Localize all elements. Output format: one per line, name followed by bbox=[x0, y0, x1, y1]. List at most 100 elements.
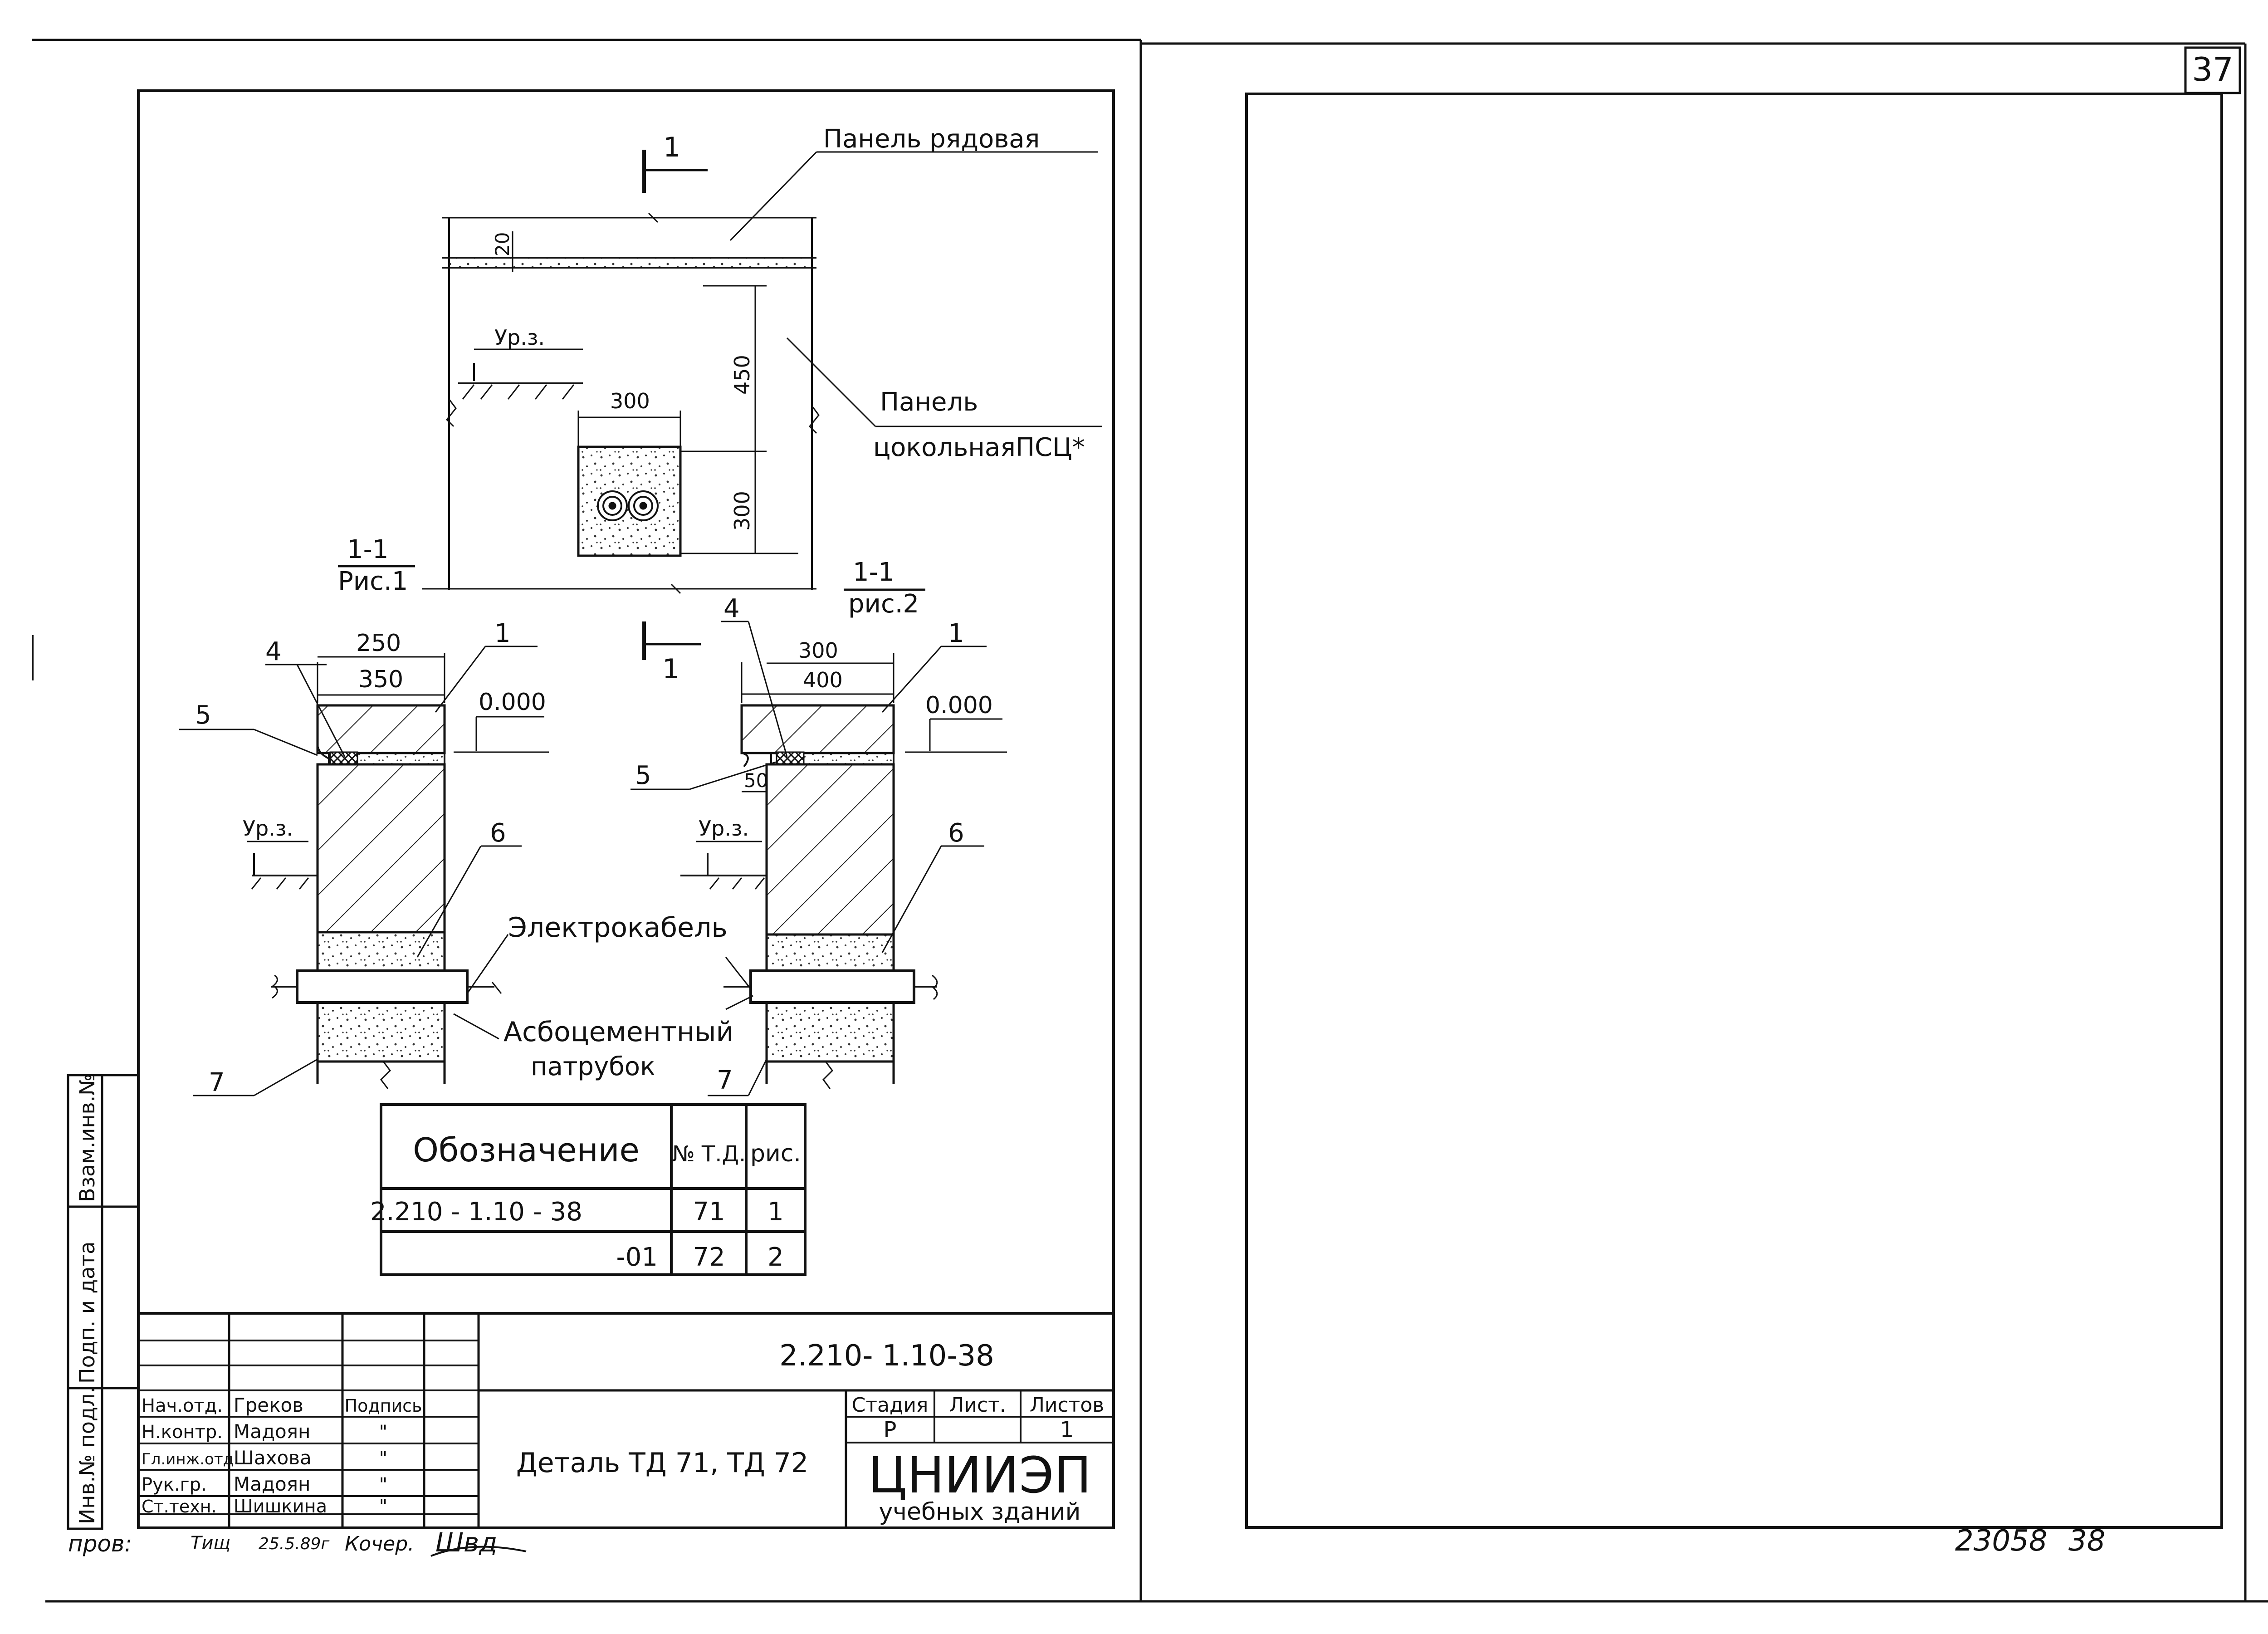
sheets-value: 1 bbox=[1060, 1417, 1074, 1443]
name-3: Шахова bbox=[234, 1447, 312, 1469]
label-pipe-line2: патрубок bbox=[531, 1052, 655, 1081]
archive-number: 23058 bbox=[1955, 1524, 2048, 1558]
label-cable: Электрокабель bbox=[508, 912, 728, 944]
role-3: Гл.инж.отд. bbox=[142, 1450, 239, 1468]
doc-code: 2.210- 1.10-38 bbox=[779, 1339, 994, 1373]
spec-row2-designation: -01 bbox=[616, 1243, 658, 1272]
dim-300-horizontal: 300 bbox=[610, 389, 650, 413]
section-right bbox=[631, 621, 1007, 1096]
spec-row1-td: 71 bbox=[693, 1197, 725, 1227]
title-block bbox=[138, 1312, 1114, 1528]
cable-symbols bbox=[597, 490, 659, 521]
page-number: 37 bbox=[2192, 50, 2234, 88]
check-label: пров: bbox=[68, 1531, 132, 1557]
role-5: Ст.техн. bbox=[142, 1497, 217, 1517]
dim-300-vertical: 300 bbox=[730, 491, 754, 531]
dim-20: 20 bbox=[491, 232, 513, 256]
side-field-inv: Инв.№ подл. bbox=[75, 1387, 99, 1524]
sheet-frames bbox=[32, 39, 2268, 1603]
section-left bbox=[179, 646, 549, 1096]
spec-row2-fig: 2 bbox=[767, 1243, 784, 1272]
spec-row2-td: 72 bbox=[693, 1243, 725, 1272]
sign-4: " bbox=[379, 1474, 387, 1495]
ref-left-number: 1-1 bbox=[347, 535, 388, 564]
right-elevation: 0.000 bbox=[925, 692, 993, 719]
ref-left-figure: Рис.1 bbox=[338, 567, 408, 596]
name-5: Шишкина bbox=[234, 1496, 327, 1517]
signature-header: Подпись bbox=[345, 1396, 422, 1416]
drawing-title: Деталь ТД 71, ТД 72 bbox=[516, 1447, 808, 1479]
check-text-2: Кочер. bbox=[345, 1532, 414, 1556]
name-2: Мадоян bbox=[234, 1420, 310, 1443]
plinth-panel-left bbox=[316, 763, 446, 934]
spec-header-designation: Обозначение bbox=[413, 1131, 640, 1169]
right-dim-400: 400 bbox=[803, 668, 843, 692]
stage-value: Р bbox=[884, 1417, 897, 1443]
plan-view bbox=[338, 150, 1102, 660]
label-plinth-panel-line1: Панель bbox=[880, 387, 978, 417]
ref-right-number: 1-1 bbox=[853, 558, 894, 587]
left-elevation: 0.000 bbox=[479, 689, 546, 716]
ref-right-figure: рис.2 bbox=[848, 589, 919, 619]
right-dim-50: 50 bbox=[744, 769, 768, 792]
sheet-label: Лист. bbox=[949, 1394, 1006, 1417]
fill-upper-right bbox=[765, 933, 895, 972]
spec-row1-designation: 2.210 - 1.10 - 38 bbox=[370, 1197, 582, 1227]
name-1: Греков bbox=[234, 1394, 303, 1416]
right-pos-5: 5 bbox=[635, 761, 651, 790]
sealant-right bbox=[776, 751, 805, 766]
center-leaders bbox=[453, 934, 753, 1040]
check-date: 25.5.89г bbox=[259, 1535, 330, 1553]
spec-header-td: № Т.Д. bbox=[672, 1141, 746, 1167]
top-panel bbox=[448, 257, 813, 269]
spec-row1-fig: 1 bbox=[767, 1197, 784, 1227]
role-4: Рук.гр. bbox=[142, 1474, 207, 1495]
section-mark-bottom: 1 bbox=[662, 653, 679, 685]
fill-lower-left bbox=[316, 1001, 446, 1063]
pipe-left bbox=[296, 969, 469, 1004]
left-dim-250: 250 bbox=[356, 630, 401, 657]
archive-sheet: 38 bbox=[2068, 1524, 2105, 1558]
right-ground-level: Ур.з. bbox=[699, 816, 749, 841]
left-pos-4: 4 bbox=[265, 637, 282, 666]
right-pos-4: 4 bbox=[723, 594, 740, 623]
plinth-panel-right bbox=[765, 763, 895, 936]
spec-table bbox=[380, 1103, 807, 1276]
pipe-right bbox=[749, 969, 915, 1004]
spec-header-fig: рис. bbox=[750, 1140, 801, 1167]
sign-2: " bbox=[379, 1422, 387, 1443]
right-dim-300: 300 bbox=[798, 638, 838, 663]
left-pos-7: 7 bbox=[209, 1068, 225, 1097]
side-field-sign-date: Подп. и дата bbox=[75, 1242, 99, 1384]
label-pipe-line1: Асбоцементный bbox=[503, 1016, 733, 1048]
right-pos-1: 1 bbox=[948, 619, 964, 648]
left-pos-6: 6 bbox=[490, 818, 506, 848]
right-pos-6: 6 bbox=[948, 818, 964, 848]
sign-5: " bbox=[379, 1496, 387, 1517]
role-2: Н.контр. bbox=[142, 1422, 223, 1443]
fill-lower-right bbox=[765, 1001, 895, 1063]
side-field-replace: Взам.инв.№ bbox=[75, 1074, 99, 1202]
label-plinth-panel-line2: цокольнаяПСЦ* bbox=[873, 433, 1085, 462]
check-signature-stroke bbox=[430, 1546, 527, 1557]
org-name: ЦНИИЭП bbox=[868, 1446, 1091, 1504]
ground-level-plan: Ур.з. bbox=[494, 325, 545, 350]
left-ground-level: Ур.з. bbox=[243, 816, 293, 841]
section-mark-top: 1 bbox=[663, 132, 680, 163]
stage-label: Стадия bbox=[852, 1394, 929, 1417]
dim-450: 450 bbox=[730, 355, 754, 395]
sign-3: " bbox=[379, 1448, 387, 1469]
left-pos-5: 5 bbox=[195, 700, 211, 730]
left-pos-1: 1 bbox=[494, 619, 511, 648]
right-pos-7: 7 bbox=[717, 1066, 733, 1095]
fill-upper-left bbox=[316, 931, 446, 972]
left-dim-350: 350 bbox=[358, 666, 403, 693]
name-4: Мадоян bbox=[234, 1473, 310, 1495]
check-text-1: Тищ bbox=[191, 1533, 230, 1554]
sheets-label: Листов bbox=[1030, 1394, 1104, 1417]
role-1: Нач.отд. bbox=[142, 1395, 223, 1416]
check-text-3: Швд bbox=[435, 1527, 497, 1558]
label-top-panel: Панель рядовая bbox=[823, 124, 1040, 154]
side-stamp bbox=[67, 1074, 138, 1530]
